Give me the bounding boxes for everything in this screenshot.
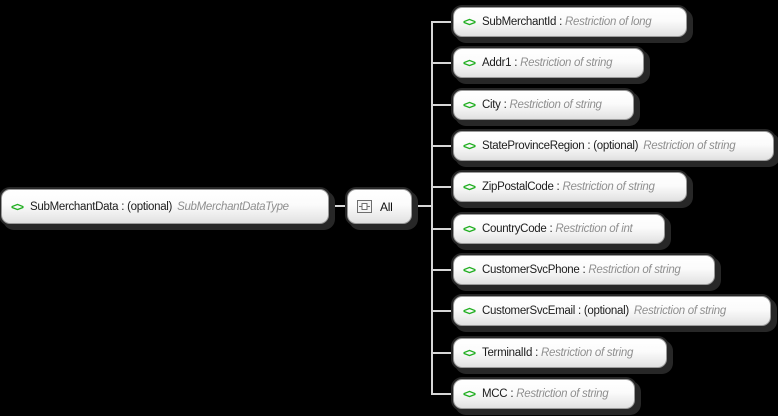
element-icon: <> [463,98,476,112]
element-node-submerchantdata[interactable]: <> SubMerchantData : (optional) SubMerch… [1,189,329,224]
connector-stub [431,186,453,188]
element-name: CustomerSvcEmail [482,305,575,317]
separator: : [578,305,581,317]
element-icon: <> [463,139,476,153]
element-type: SubMerchantDataType [177,200,289,213]
element-icon: <> [11,199,24,214]
element-type: Restriction of long [565,16,652,28]
element-type: Restriction of string [540,347,634,359]
element-modifier: (optional) [127,200,173,213]
connector-stub [431,104,453,106]
element-icon: <> [463,180,476,194]
element-type: Restriction of string [516,388,609,400]
element-name: CountryCode [482,223,547,235]
all-compositor-label: All [380,199,393,214]
separator: : [510,388,514,400]
element-name: StateProvinceRegion [482,140,585,152]
element-type: Restriction of string [562,181,655,193]
separator: : [549,223,553,235]
element-node-customersvcphone[interactable]: <> CustomerSvcPhone:Restriction of string [453,255,715,285]
connector-stub [431,269,453,271]
element-node-mcc[interactable]: <> MCC:Restriction of string [453,379,635,409]
element-name: TerminalId [482,347,533,359]
connector-stub [431,393,453,395]
connector-trunk [431,21,433,395]
separator: : [514,57,518,69]
connector-root-to-all [328,205,348,207]
element-modifier: (optional) [583,305,629,317]
connector-stub [431,352,453,354]
connector-stub [431,310,453,312]
separator: : [503,99,507,111]
element-icon: <> [463,222,476,236]
element-icon: <> [463,56,476,70]
element-type: Restriction of string [520,57,613,69]
element-name: City [482,99,501,111]
separator: : [587,140,591,152]
connector-stub [431,145,453,147]
connector-stub [431,21,453,23]
element-node-city[interactable]: <> City:Restriction of string [453,90,634,120]
element-icon: <> [463,263,476,277]
separator: : [121,200,125,213]
element-node-zippostalcode[interactable]: <> ZipPostalCode:Restriction of string [453,172,687,202]
element-name: SubMerchantId [482,16,557,28]
connector-stub [431,228,453,230]
element-node-countrycode[interactable]: <> CountryCode:Restriction of int [453,214,665,244]
element-type: Restriction of string [633,305,726,317]
element-name: SubMerchantData [30,200,119,213]
element-icon: <> [463,387,476,401]
element-type: Restriction of string [588,264,681,276]
separator: : [559,16,563,28]
element-node-submerchantid[interactable]: <> SubMerchantId:Restriction of long [453,7,687,37]
element-type: Restriction of int [555,223,633,235]
element-icon: <> [463,15,476,29]
connector-stub [431,62,453,64]
connector-all-to-trunk [411,205,432,207]
element-icon: <> [463,304,476,318]
element-name: CustomerSvcPhone [482,264,580,276]
element-node-customersvcemail[interactable]: <> CustomerSvcEmail:(optional) Restriction… [453,296,771,326]
element-node-addr1[interactable]: <> Addr1:Restriction of string [453,48,644,78]
element-name: MCC [482,388,508,400]
separator: : [556,181,560,193]
element-icon: <> [463,346,476,360]
element-type: Restriction of string [643,140,736,152]
element-node-stateprovinceregion[interactable]: <> StateProvinceRegion:(optional) Restrict… [453,131,774,161]
separator: : [535,347,538,359]
element-name: ZipPostalCode [482,181,554,193]
element-type: Restriction of string [509,99,602,111]
element-modifier: (optional) [593,140,639,152]
element-node-terminalid[interactable]: <> TerminalId:Restriction of string [453,338,667,368]
separator: : [582,264,586,276]
all-compositor-icon [357,200,372,213]
element-name: Addr1 [482,57,512,69]
all-compositor-node[interactable]: All [347,189,412,224]
